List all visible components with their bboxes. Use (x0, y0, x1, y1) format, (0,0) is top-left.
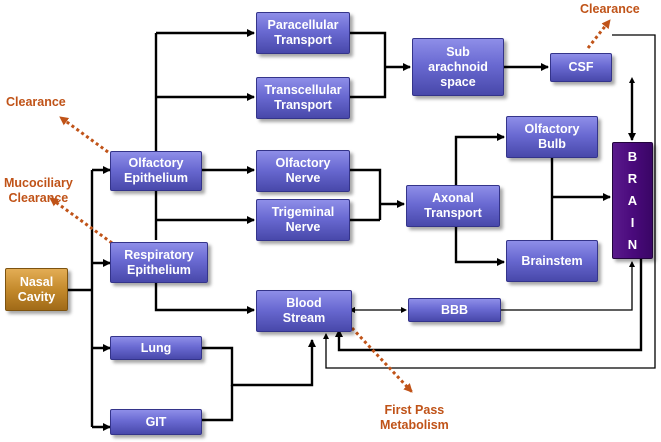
node-trigeminal-nerve: Trigeminal Nerve (256, 199, 350, 241)
clearance-arrow-mucociliary (49, 196, 113, 245)
annotation-clearance-top: Clearance (580, 2, 640, 16)
edge-outer-return (323, 34, 656, 369)
edge-paracellular-to-sas (350, 31, 387, 67)
node-sub-arachnoid-space: Sub arachnoid space (412, 38, 504, 96)
first-pass-arrow (350, 326, 414, 394)
node-blood-stream: Blood Stream (256, 290, 352, 332)
node-nasal-cavity: Nasal Cavity (5, 268, 68, 311)
edge-brain-to-blood (335, 258, 643, 352)
annotation-mucociliary-clearance: Mucociliary Clearance (4, 176, 73, 205)
node-lung: Lung (110, 336, 202, 360)
node-axonal-transport: Axonal Transport (406, 185, 500, 227)
node-respiratory-epithelium: Respiratory Epithelium (110, 242, 208, 283)
node-brain: B R A I N (612, 142, 653, 259)
brain-letter: I (630, 214, 635, 230)
clearance-arrow-top (586, 19, 612, 49)
brain-letter: A (627, 192, 638, 208)
edge-olf-nerve-to-merge (350, 168, 382, 220)
annotation-first-pass-metabolism: First Pass Metabolism (380, 403, 449, 432)
clearance-arrow-left (59, 115, 109, 154)
node-bbb: BBB (408, 298, 501, 322)
annotation-clearance-left: Clearance (6, 95, 66, 109)
node-olfactory-nerve: Olfactory Nerve (256, 150, 350, 192)
edge-git-to-blood (202, 385, 234, 422)
node-olfactory-bulb: Olfactory Bulb (506, 116, 598, 158)
node-transcellular-transport: Transcellular Transport (256, 77, 350, 119)
node-csf: CSF (550, 53, 612, 82)
edge-transcellular-to-sas (350, 67, 387, 99)
node-git: GIT (110, 409, 202, 435)
brain-letter: B (627, 148, 638, 164)
edge-axonal-to-brainstem (454, 226, 505, 266)
node-olfactory-epithelium: Olfactory Epithelium (110, 151, 202, 191)
edge-axonal-to-olfactory-bulb (454, 133, 505, 186)
node-paracellular-transport: Paracellular Transport (256, 12, 350, 54)
brain-letter: R (627, 170, 638, 186)
node-brainstem: Brainstem (506, 240, 598, 282)
edge-re-to-blood (154, 283, 255, 314)
edge-lung-to-blood (202, 339, 316, 387)
edge-bbb-to-brain (501, 261, 635, 311)
brain-letter: N (627, 236, 638, 252)
